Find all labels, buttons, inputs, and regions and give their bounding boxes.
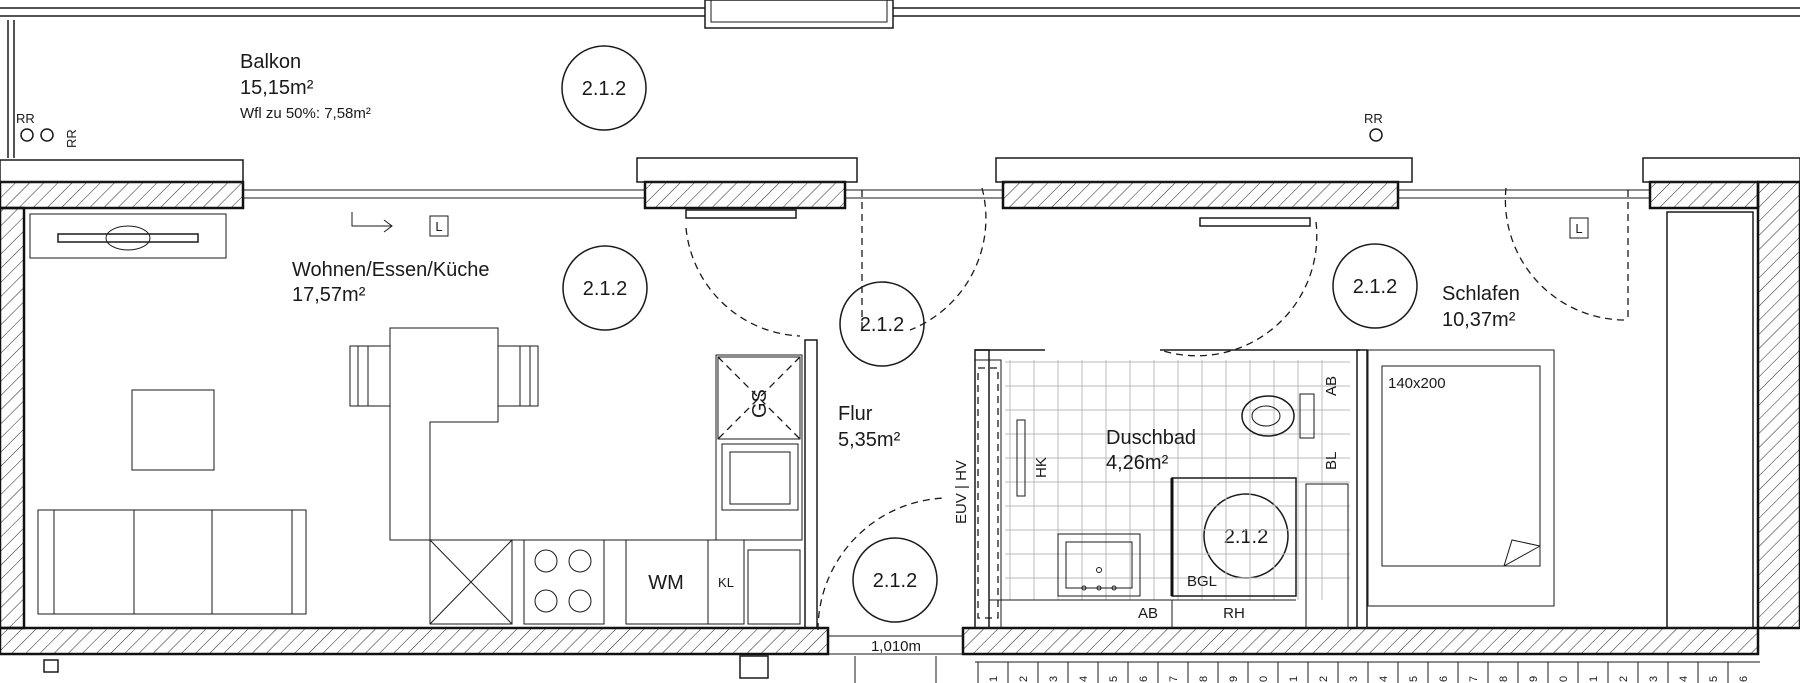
door-swings xyxy=(685,187,1629,631)
stair-step-number: 1 xyxy=(988,676,1000,682)
duschbad-area: 4,26m² xyxy=(1106,452,1169,474)
balkon-name: Balkon xyxy=(240,51,301,73)
wohnen-area: 17,57m² xyxy=(292,284,366,306)
stair-step-number: 5 xyxy=(1408,676,1420,682)
shower xyxy=(1170,477,1297,597)
ab-wc-label: AB xyxy=(1323,376,1340,396)
stair-step-number: 0 xyxy=(1558,676,1570,682)
room-tag-flur-lower: 2.1.2 xyxy=(852,537,938,623)
exterior-wall-bottom xyxy=(0,626,1760,683)
ab-floor-label: AB xyxy=(1138,605,1158,622)
svg-text:2.1.2: 2.1.2 xyxy=(582,78,626,100)
stair-step-number: 0 xyxy=(1258,676,1270,682)
stair-step-number: 9 xyxy=(1528,676,1540,682)
stair-step-number: 5 xyxy=(1108,676,1120,682)
bl-label: BL xyxy=(1323,452,1340,470)
stair-step-number: 2 xyxy=(1318,676,1330,682)
radiator-icon xyxy=(29,213,227,259)
svg-text:2.1.2: 2.1.2 xyxy=(1353,276,1397,298)
stair-step-number: 1 xyxy=(1288,676,1300,682)
arrow-icon xyxy=(351,212,393,233)
stair-step-number: 2 xyxy=(1018,676,1030,682)
bed-size-label: 140x200 xyxy=(1388,375,1446,392)
stair-step-number: 8 xyxy=(1198,676,1210,682)
stair-step-number: 3 xyxy=(1348,676,1360,682)
room-tag-schlafen: 2.1.2 xyxy=(1332,243,1418,329)
exterior-wall-top xyxy=(0,157,1800,210)
l-marker-left: L xyxy=(429,215,449,237)
flur-area: 5,35m² xyxy=(838,429,901,451)
duschbad-name: Duschbad xyxy=(1106,427,1196,449)
installation-shaft xyxy=(974,359,1002,629)
stair-step-number: 7 xyxy=(1468,676,1480,682)
exterior-wall-left xyxy=(0,206,26,630)
stair-step-number: 7 xyxy=(1168,676,1180,682)
rr-label-left: RR xyxy=(16,111,35,126)
hk-label: HK xyxy=(1033,457,1050,478)
flur-name: Flur xyxy=(838,403,873,425)
toilet-icon xyxy=(1241,393,1315,439)
stair-step-number: 6 xyxy=(1438,676,1450,682)
rr-label-left-rotated: RR xyxy=(64,129,79,148)
euv-hv-label: EUV | HV xyxy=(953,460,970,524)
stair-step-number: 4 xyxy=(1078,676,1090,682)
balkon-note: Wfl zu 50%: 7,58m² xyxy=(240,105,371,122)
rr-drain-icon xyxy=(1369,128,1383,142)
sofa xyxy=(37,509,307,615)
room-tag-bad: 2.1.2 xyxy=(1203,493,1289,579)
room-tag-flur-upper: 2.1.2 xyxy=(839,281,925,367)
balkon-area: 15,15m² xyxy=(240,77,314,99)
washing-machine-label: WM xyxy=(648,572,684,594)
stair-step-number: 1 xyxy=(1588,676,1600,682)
stair-step-number: 6 xyxy=(1138,676,1150,682)
stair-step-number: 9 xyxy=(1228,676,1240,682)
towel-rail xyxy=(1016,419,1026,497)
kitchen-counter xyxy=(429,539,801,625)
stair-strip: 1 2 3 4 5 6 7 8 9 0 1 2 3 4 5 6 7 8 9 0 1 2 3 4 5 6 xyxy=(975,661,1760,683)
schlafen-name: Schlafen xyxy=(1442,283,1520,305)
room-tag-balkon: 2.1.2 xyxy=(561,45,647,131)
bath-cabinet xyxy=(1305,483,1349,629)
bath-tiles xyxy=(1005,360,1350,600)
svg-text:L: L xyxy=(1575,221,1582,236)
rr-label-right: RR xyxy=(1364,111,1383,126)
rr-drain-icon xyxy=(20,128,34,142)
l-marker-right: L xyxy=(1569,217,1589,239)
svg-text:2.1.2: 2.1.2 xyxy=(860,314,904,336)
stair-step-number: 8 xyxy=(1498,676,1510,682)
svg-text:L: L xyxy=(435,219,442,234)
bgl-label: BGL xyxy=(1187,573,1217,590)
door-width-label: 1,010m xyxy=(871,638,921,655)
stair-step-number: 5 xyxy=(1708,676,1720,682)
dining-table xyxy=(349,327,539,541)
stair-step-number: 4 xyxy=(1678,676,1690,682)
rh-label: RH xyxy=(1223,605,1245,622)
exterior-wall-right xyxy=(1756,180,1800,630)
stair-step-number: 3 xyxy=(1648,676,1660,682)
stair-step-number: 4 xyxy=(1378,676,1390,682)
rr-drain-icon xyxy=(40,128,54,142)
tall-cabinet xyxy=(715,354,803,541)
bed-icon xyxy=(1367,349,1555,607)
sink-icon xyxy=(1057,533,1141,597)
svg-text:2.1.2: 2.1.2 xyxy=(1224,526,1268,548)
svg-text:2.1.2: 2.1.2 xyxy=(583,278,627,300)
gs-label: GS xyxy=(749,389,771,418)
stair-step-number: 6 xyxy=(1738,676,1750,682)
schlafen-area: 10,37m² xyxy=(1442,309,1516,331)
fridge-label: KL xyxy=(718,575,734,590)
stair-step-number: 2 xyxy=(1618,676,1630,682)
wohnen-name: Wohnen/Essen/Küche xyxy=(292,259,490,281)
coffee-table xyxy=(131,389,215,471)
shaft-dashed xyxy=(977,367,999,619)
svg-text:2.1.2: 2.1.2 xyxy=(873,570,917,592)
stair-step-number: 3 xyxy=(1048,676,1060,682)
balcony-railing xyxy=(0,0,1800,158)
room-tag-wohnen: 2.1.2 xyxy=(562,245,648,331)
